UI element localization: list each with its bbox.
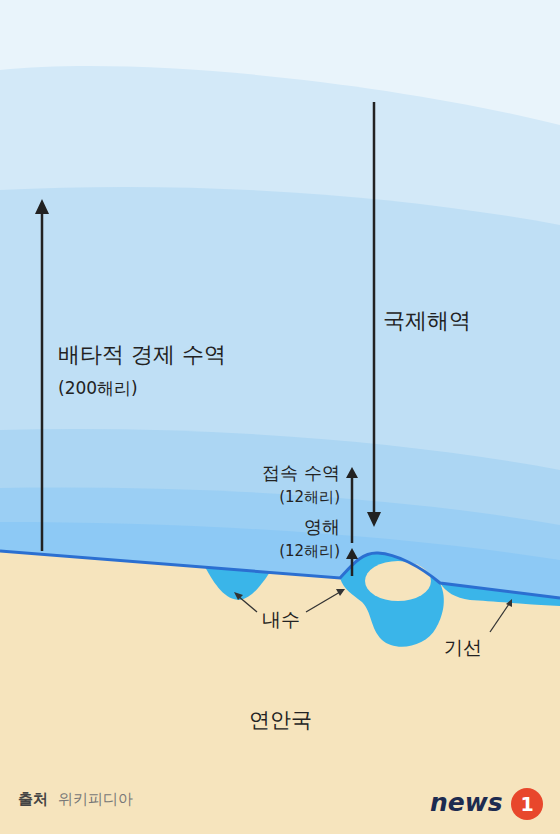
zone-label: 국제해역	[383, 308, 471, 334]
land	[0, 551, 560, 834]
island	[365, 561, 431, 601]
arrowhead	[346, 548, 358, 559]
source-label: 위키피디아	[58, 790, 133, 808]
sea-band	[0, 488, 560, 834]
leader-line	[306, 592, 340, 612]
arrowhead	[336, 589, 345, 596]
logo-number: 1	[520, 793, 533, 816]
zone-label: 내수	[262, 608, 300, 631]
arrowhead	[346, 467, 358, 478]
distance-note: (200해리)	[58, 378, 138, 398]
arrowhead	[35, 199, 49, 214]
zone-label: 영해	[304, 516, 340, 538]
zone-arrow	[373, 102, 376, 515]
arrowhead	[234, 592, 243, 600]
distance-note: (12해리)	[279, 542, 340, 560]
zone-label: 배타적 경제 수역	[58, 342, 226, 368]
logo-text: news	[430, 788, 503, 818]
sea-band	[0, 66, 560, 834]
source-label: 출처	[18, 790, 48, 808]
logo-badge	[511, 788, 543, 820]
zone-arrow	[351, 475, 354, 543]
sea-band	[0, 522, 560, 834]
zone-label: 기선	[444, 636, 482, 659]
sea-band	[0, 187, 560, 834]
zone-label: 접속 수역	[262, 462, 340, 484]
arrowhead	[367, 512, 381, 527]
internal-water	[340, 553, 444, 647]
distance-note: (12해리)	[279, 488, 340, 506]
arrowhead	[506, 599, 512, 607]
country-label: 연안국	[249, 708, 312, 733]
zone-arrow	[41, 210, 44, 551]
sea-band	[0, 429, 560, 834]
leader-line	[238, 596, 257, 612]
leader-line	[490, 604, 509, 632]
